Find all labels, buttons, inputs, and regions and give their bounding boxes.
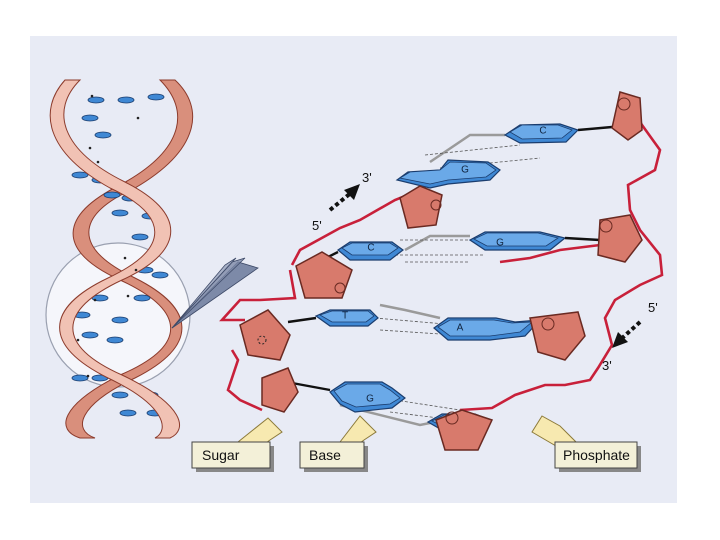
base-pair-c-mid: C bbox=[317, 241, 405, 264]
sugar-ring-low-left bbox=[239, 309, 291, 361]
prime-label-upper-3: 3' bbox=[362, 170, 372, 185]
callout-sugar: Sugar bbox=[191, 417, 283, 472]
base-letter-g-bottom: G bbox=[366, 394, 374, 405]
prime-label-right-5: 5' bbox=[648, 300, 658, 315]
sugar-ring-bottom-left bbox=[261, 367, 299, 413]
callout-phosphate: Phosphate bbox=[531, 415, 641, 472]
base-pair-g-mid: G bbox=[468, 231, 601, 251]
sugar-ring-mid-right bbox=[597, 214, 643, 263]
sugar-phosphate-backbone bbox=[219, 104, 664, 412]
strand-direction-upper-arrow-icon bbox=[328, 184, 360, 212]
callout-base: Base bbox=[299, 415, 377, 472]
base-pair-c-top: C bbox=[503, 123, 613, 144]
sugar-ring-mid-left bbox=[295, 251, 353, 299]
zoom-beam-icon bbox=[171, 257, 259, 329]
base-letter-t-low: T bbox=[342, 311, 348, 322]
prime-label-right-3: 3' bbox=[602, 358, 612, 373]
helix-dots bbox=[76, 94, 140, 378]
base-letter-c-mid: C bbox=[367, 243, 374, 254]
helix-strand-back bbox=[65, 79, 194, 439]
sugar-ring-low-right bbox=[529, 311, 586, 361]
prime-label-upper-5: 5' bbox=[312, 218, 322, 233]
label-phosphate: Phosphate bbox=[563, 447, 630, 463]
sugar-ring-bottom-mid bbox=[435, 409, 494, 451]
base-letter-g-mid: G bbox=[496, 238, 504, 249]
sugar-ring-top-right bbox=[611, 91, 643, 141]
base-letter-c-top: C bbox=[539, 126, 546, 137]
base-letter-a-low: A bbox=[457, 323, 464, 334]
helix-strand-front bbox=[49, 79, 180, 439]
base-pair-g-upper: G bbox=[395, 159, 501, 189]
base-pair-g-bottom: G bbox=[291, 381, 406, 413]
base-pair-a-low: A bbox=[433, 317, 542, 341]
sugar-ring-upper-left bbox=[399, 185, 443, 229]
base-pair-t-low: T bbox=[287, 309, 379, 327]
strand-direction-lower-arrow-icon bbox=[612, 320, 642, 348]
label-base: Base bbox=[309, 447, 341, 463]
label-sugar: Sugar bbox=[202, 447, 240, 463]
base-letter-g-upper: G bbox=[461, 165, 469, 176]
